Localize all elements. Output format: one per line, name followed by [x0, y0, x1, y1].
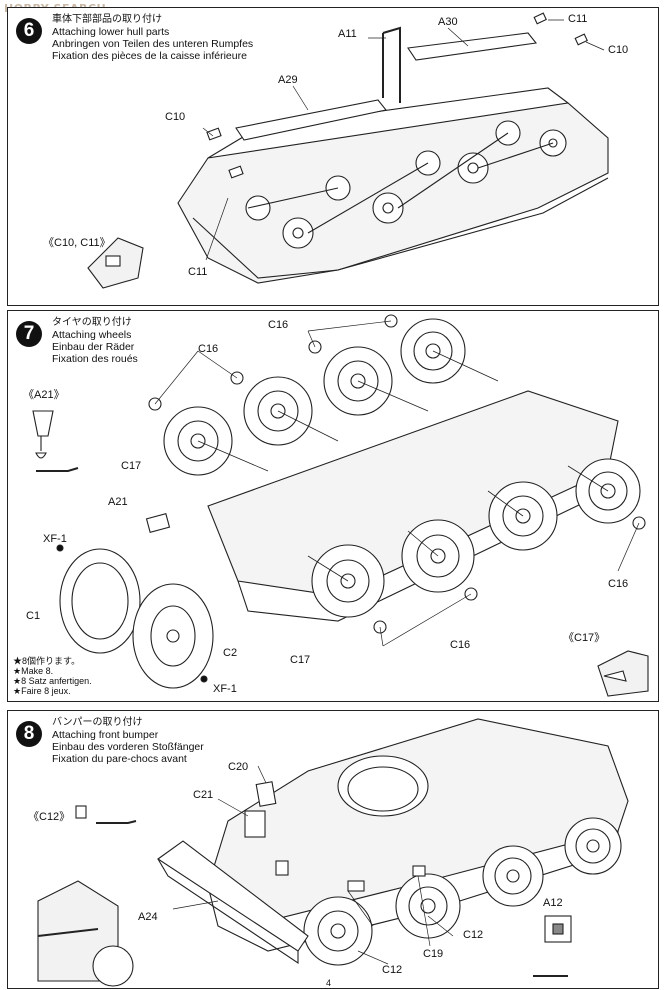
part-c10-top-label: C10: [608, 44, 629, 56]
step-8-panel: 8 バンパーの取り付け Attaching front bumper Einba…: [7, 710, 659, 989]
step-number: 8: [16, 721, 42, 747]
title-jp: タイヤの取り付け: [52, 317, 132, 328]
part-c16-label: C16: [198, 343, 219, 355]
part-a24-label: A24: [138, 911, 158, 923]
step-number: 7: [16, 321, 42, 347]
title-jp: バンパーの取り付け: [52, 717, 143, 728]
title-fr: Fixation du pare-chocs avant: [52, 753, 187, 765]
detail-c12-label: 《C12》: [28, 811, 71, 823]
part-c19-label: C19: [423, 948, 444, 960]
part-c17-label: C17: [121, 460, 142, 472]
detail-c10-c11-label: 《C10, C11》: [43, 237, 111, 249]
part-a12-label: A12: [543, 897, 563, 909]
step-number: 6: [16, 18, 42, 44]
paint-xf1-label: XF-1: [43, 533, 67, 545]
front-bumper-drawing: [37, 718, 629, 987]
paint-xf1-label: XF-1: [213, 683, 237, 695]
part-c10-left-label: C10: [165, 111, 186, 123]
part-c21-label: C21: [193, 789, 214, 801]
part-c17-label: C17: [290, 654, 311, 666]
part-a30-label: A30: [438, 16, 458, 28]
title-jp: 車体下部部品の取り付け: [52, 14, 162, 25]
title-en: Attaching front bumper: [52, 729, 159, 741]
step-titles: 車体下部部品の取り付け Attaching lower hull parts A…: [52, 14, 253, 62]
detail-a21-label: 《A21》: [23, 389, 65, 401]
title-fr: Fixation des pièces de la caisse inférie…: [52, 50, 247, 62]
title-fr: Fixation des roués: [52, 353, 138, 365]
part-c20-label: C20: [228, 761, 249, 773]
part-c16-label: C16: [450, 639, 471, 651]
step-titles: タイヤの取り付け Attaching wheels Einbau der Räd…: [52, 317, 138, 365]
part-c11-bottom-label: C11: [188, 266, 208, 278]
part-a21-label: A21: [108, 496, 128, 508]
lower-hull-drawing: [87, 12, 609, 289]
detail-c17-label: 《C17》: [563, 632, 606, 644]
title-en: Attaching wheels: [52, 329, 132, 341]
part-a29-label: A29: [278, 74, 298, 86]
part-c11-top-label: C11: [568, 13, 588, 25]
page-number: 4: [326, 978, 332, 988]
step-6-panel: 6 車体下部部品の取り付け Attaching lower hull parts…: [7, 7, 659, 306]
part-c12-label: C12: [382, 964, 403, 976]
part-a11-label: A11: [338, 28, 357, 40]
make-eight-note: ★8個作ります。 ★Make 8. ★8 Satz anfertigen. ★F…: [13, 656, 92, 696]
title-de: Anbringen von Teilen des unteren Rumpfes: [52, 38, 254, 50]
title-de: Einbau der Räder: [52, 341, 135, 353]
part-c12-label: C12: [463, 929, 484, 941]
wheel-assembly-drawing: [32, 314, 649, 697]
part-c1-label: C1: [26, 610, 41, 622]
part-c16-label: C16: [608, 578, 629, 590]
part-c16-label: C16: [268, 319, 289, 331]
title-de: Einbau des vorderen Stoßfänger: [52, 741, 204, 753]
step-7-panel: 7 タイヤの取り付け Attaching wheels Einbau der R…: [7, 310, 659, 702]
part-c2-label: C2: [223, 647, 238, 659]
title-en: Attaching lower hull parts: [52, 26, 170, 38]
step-titles: バンパーの取り付け Attaching front bumper Einbau …: [52, 717, 204, 765]
